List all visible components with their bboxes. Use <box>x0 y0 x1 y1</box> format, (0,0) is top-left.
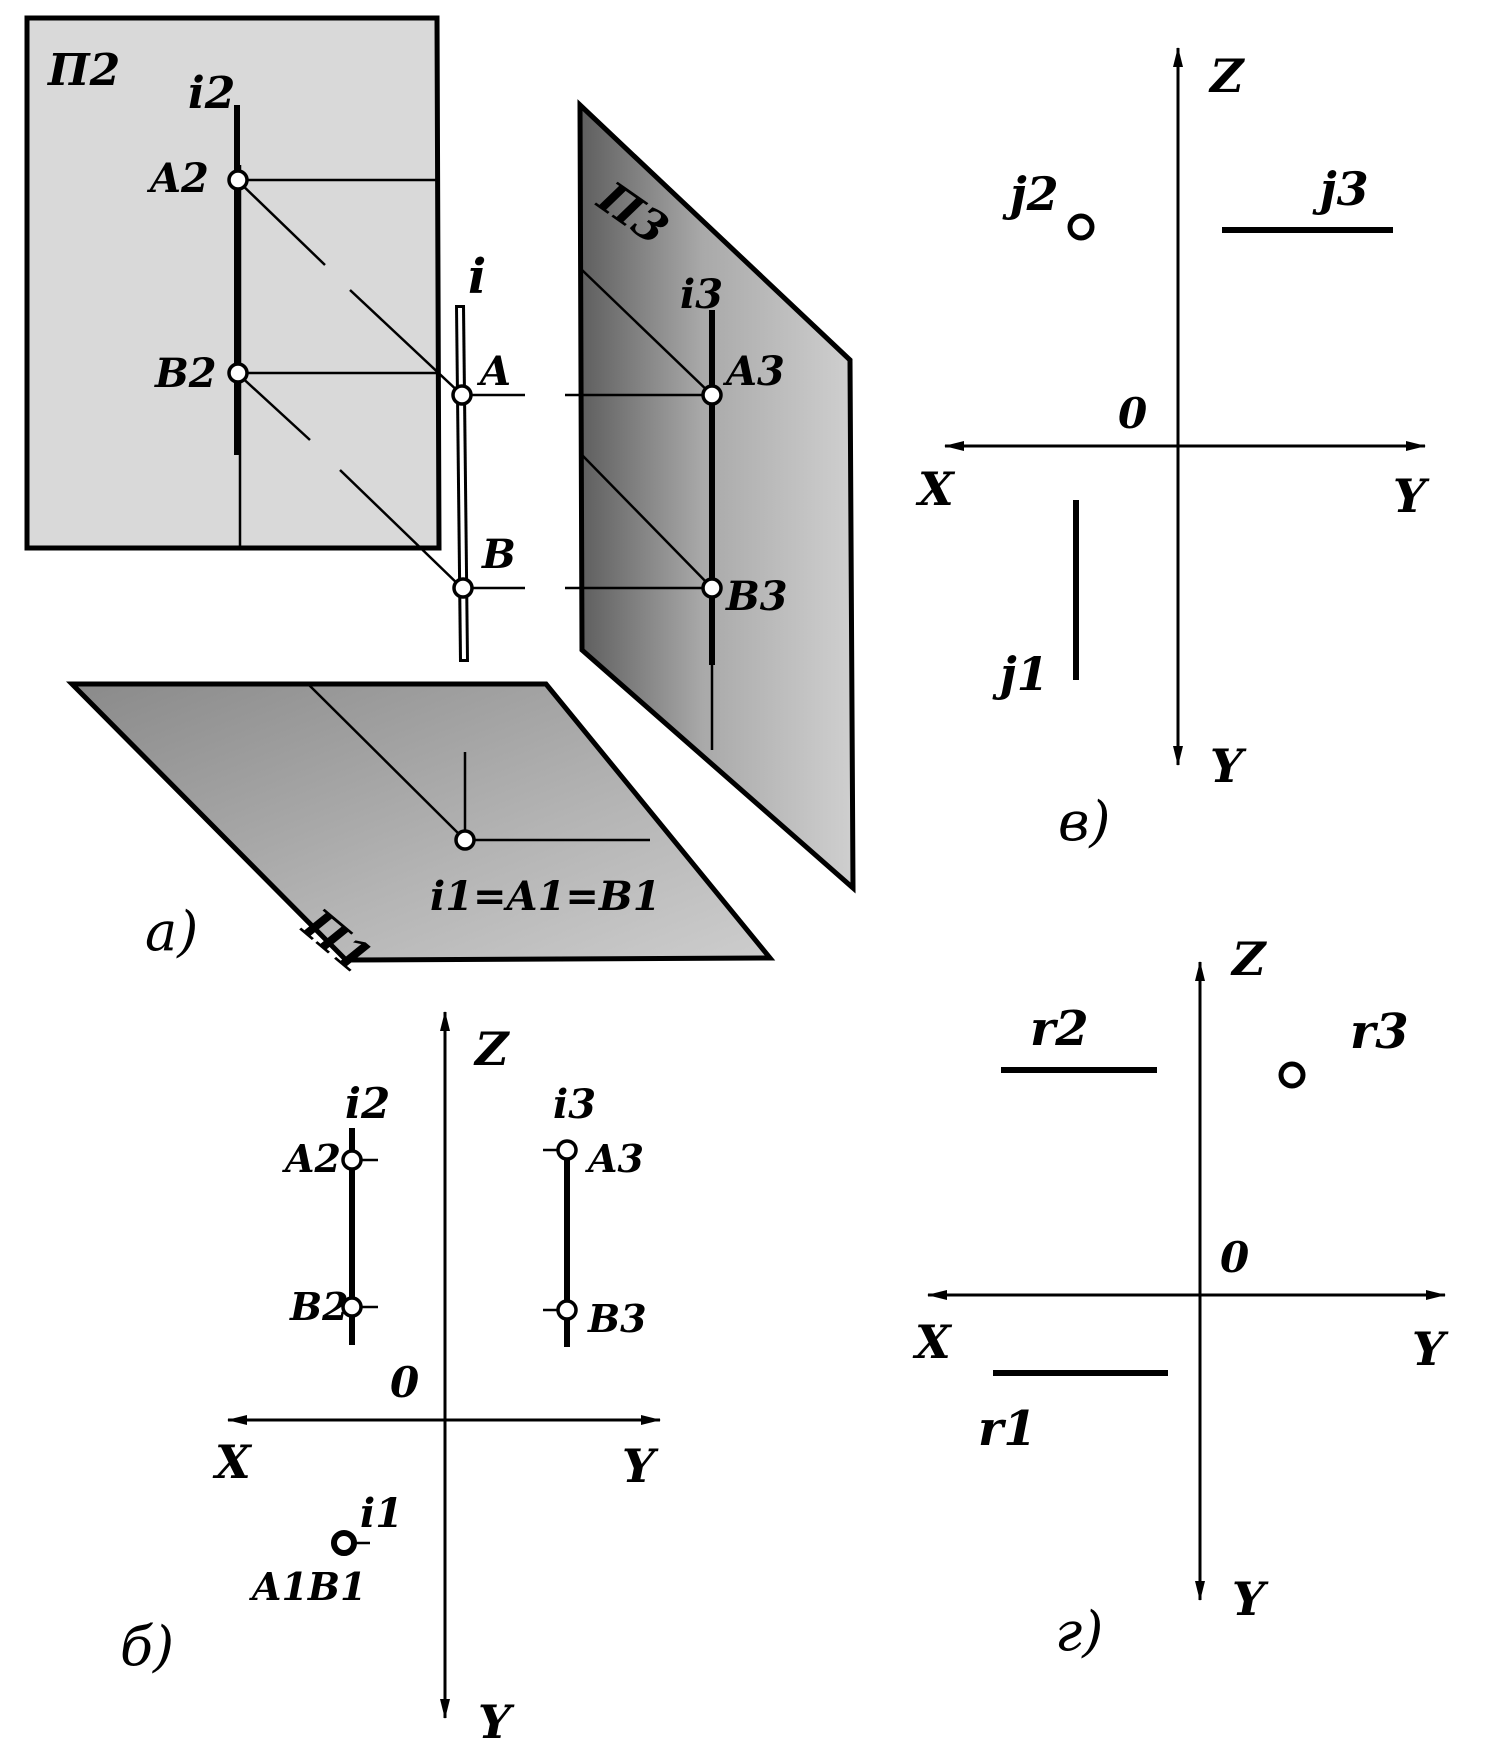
a2-diagonal-2 <box>349 289 463 396</box>
label-i: i <box>468 249 486 305</box>
label-i1-a1-b1: i1=A1=B1 <box>430 873 661 920</box>
label-i2: i2 <box>188 68 235 119</box>
plane-p3 <box>577 99 856 894</box>
point-b <box>452 577 474 599</box>
caption-v: в) <box>1058 790 1111 853</box>
b2-diagonal-2 <box>339 469 463 589</box>
b-label-origin: 0 <box>390 1358 419 1407</box>
label-a2: A2 <box>146 155 209 202</box>
label-a3: A3 <box>722 348 785 395</box>
b-label-x: X <box>212 1435 253 1489</box>
v-label-j2: j2 <box>1002 167 1059 221</box>
v-label-y-right: Y <box>1393 469 1430 523</box>
label-i3: i3 <box>680 271 723 318</box>
b-label-y-right: Y <box>622 1439 659 1493</box>
v-label-j3: j3 <box>1312 162 1369 216</box>
g-label-r2: r2 <box>1030 1001 1089 1057</box>
caption-a: а) <box>145 900 198 963</box>
g-label-origin: 0 <box>1220 1233 1249 1282</box>
g-label-y-down: Y <box>1232 1572 1269 1626</box>
plane-p2 <box>24 15 442 551</box>
v-label-y-down: Y <box>1210 739 1247 793</box>
g-label-z: Z <box>1230 932 1267 986</box>
label-b3: B3 <box>725 573 788 620</box>
panel-v: Z X Y Y 0 j2 j3 j1 в) <box>915 47 1430 853</box>
g-label-y-right: Y <box>1412 1322 1449 1376</box>
b-label-i2: i2 <box>345 1079 390 1128</box>
v-label-x: X <box>915 462 956 516</box>
label-a: A <box>476 348 511 395</box>
g-label-r3: r3 <box>1350 1004 1409 1060</box>
panel-g: Z X Y Y 0 r2 r3 r1 г) <box>912 932 1449 1663</box>
b-point-a3 <box>556 1139 578 1161</box>
p3-diag-2 <box>581 454 713 589</box>
p1-diagonal <box>307 683 466 841</box>
b-label-a1b1: A1B1 <box>249 1564 366 1609</box>
g-label-r1: r1 <box>978 1401 1037 1457</box>
p3-diag-1 <box>581 269 713 396</box>
plane-p1 <box>65 681 776 963</box>
b-label-a3: A3 <box>585 1136 644 1181</box>
b-label-i1: i1 <box>360 1490 403 1537</box>
v-label-origin: 0 <box>1118 389 1147 438</box>
g-point-r3 <box>1278 1061 1306 1089</box>
point-i1 <box>454 829 476 851</box>
v-label-z: Z <box>1208 49 1245 103</box>
g-label-x: X <box>912 1315 953 1369</box>
b-label-z: Z <box>473 1022 510 1076</box>
point-b2 <box>227 362 249 384</box>
a2-diagonal <box>236 179 326 266</box>
point-a2 <box>227 169 249 191</box>
b-point-b3 <box>556 1299 578 1321</box>
b-label-b2: B2 <box>289 1284 349 1329</box>
label-b2: B2 <box>154 350 217 397</box>
point-a3 <box>701 384 723 406</box>
b-point-b2 <box>341 1296 363 1318</box>
panel-a: П2 П3 П1 i i2 i3 A B A2 B2 A3 B3 i1=A1=B… <box>24 15 856 985</box>
point-b3 <box>701 577 723 599</box>
b-point-i1 <box>331 1530 357 1556</box>
b-label-i3: i3 <box>553 1081 596 1128</box>
b-label-a2: A2 <box>282 1136 341 1181</box>
b-label-y-down: Y <box>478 1695 515 1740</box>
label-b: B <box>481 531 516 578</box>
label-p2: П2 <box>46 45 120 96</box>
b-point-a2 <box>341 1149 363 1171</box>
b2-diagonal <box>236 372 311 441</box>
b-label-b3: B3 <box>587 1296 647 1341</box>
caption-b: б) <box>120 1615 174 1678</box>
caption-g: г) <box>1055 1600 1103 1663</box>
v-point-j2 <box>1067 213 1095 241</box>
line-i-rod-inner <box>458 307 466 660</box>
point-a <box>451 384 473 406</box>
v-label-j1: j1 <box>992 647 1049 701</box>
panel-b: Z X Y Y 0 i2 i3 A2 B2 A3 B3 i1 A1B1 б) <box>120 1011 661 1740</box>
